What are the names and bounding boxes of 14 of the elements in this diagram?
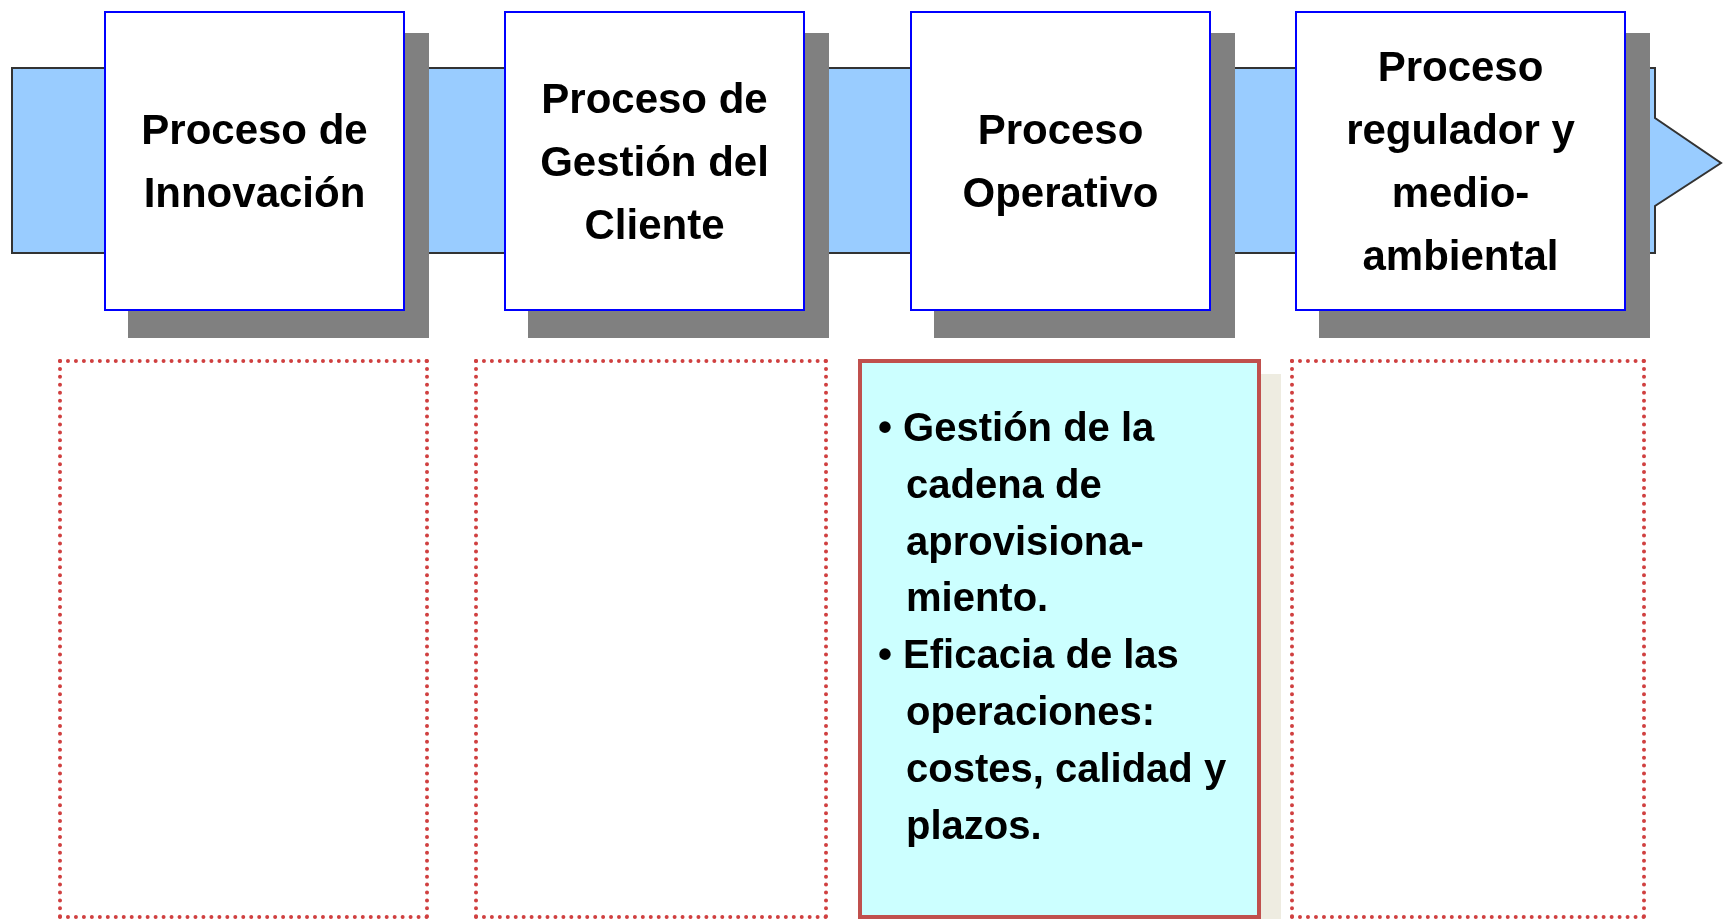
empty-dotted-box — [58, 359, 429, 919]
process-box — [910, 11, 1211, 311]
empty-dotted-box — [474, 359, 828, 919]
process-title: Proceso Operativo — [961, 105, 1160, 218]
process-title: Proceso de Innovación — [140, 105, 369, 218]
empty-dotted-box — [1290, 359, 1646, 919]
detail-box — [858, 359, 1261, 919]
bullet-item: • Gestión de la cadena de aprovisiona- miento. — [878, 404, 1156, 622]
process-box — [104, 11, 405, 311]
process-box — [504, 11, 805, 311]
process-title: Proceso de Gestión del Cliente — [539, 73, 770, 250]
bullet-item: • Eficacia de las operaciones: costes, calidad y plazos. — [878, 631, 1228, 849]
process-box — [1295, 11, 1626, 311]
process-title: Proceso regulador y medio- ambiental — [1345, 42, 1576, 281]
